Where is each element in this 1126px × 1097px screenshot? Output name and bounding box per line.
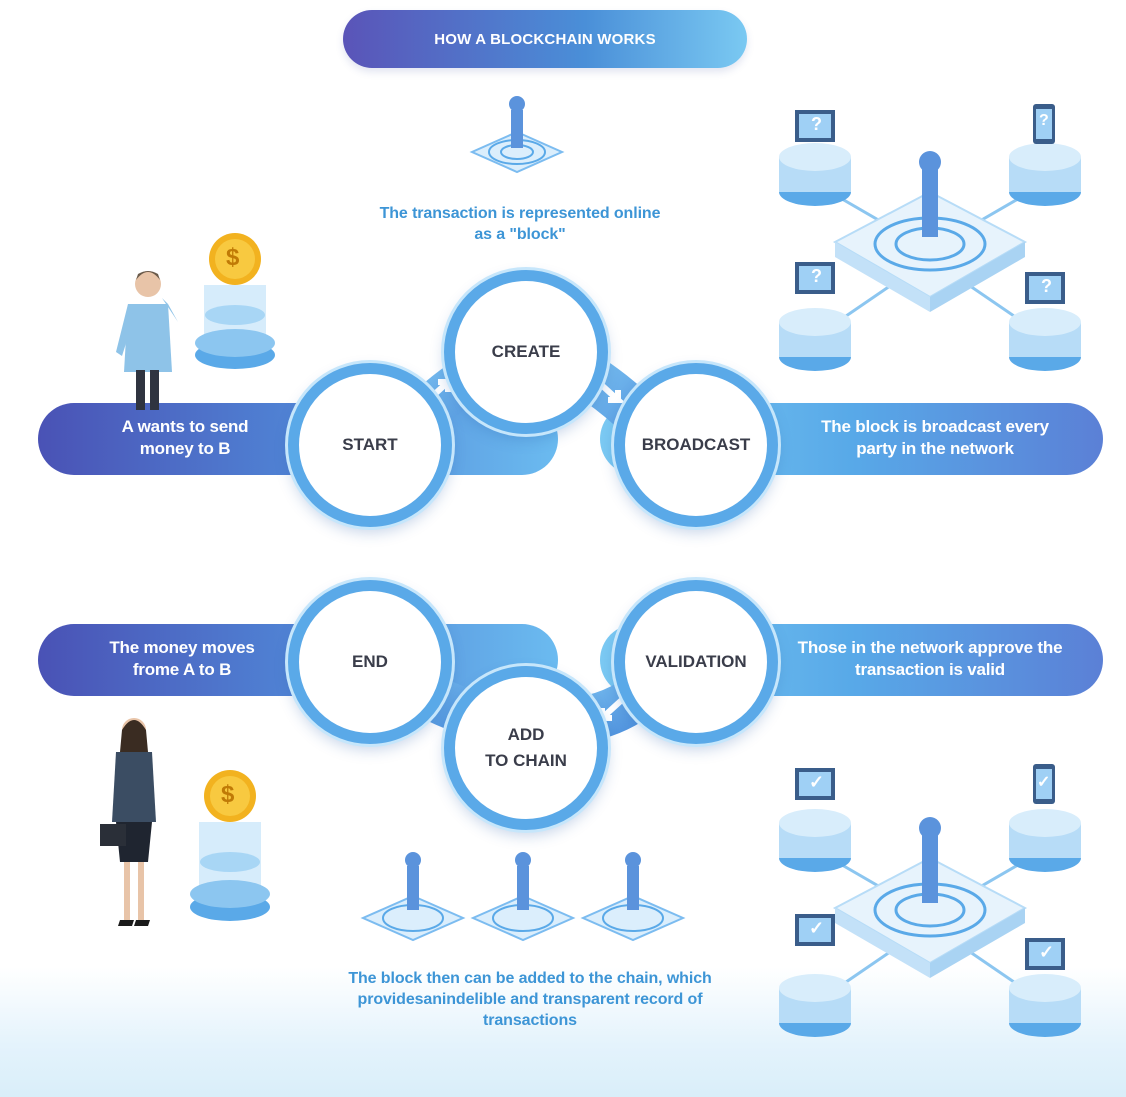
question-icon-4: ?: [1041, 276, 1052, 296]
chain-block-icon-3: [580, 852, 686, 942]
coin-dollar-top: $: [226, 244, 240, 271]
person-b-icon: [100, 718, 156, 926]
chain-block-icon-1: [360, 852, 466, 942]
question-icon-1: ?: [811, 114, 822, 134]
check-icon-2: ✓: [1037, 774, 1051, 791]
arrow-broadcast-to-validation-icon: [684, 542, 706, 568]
node-add-to-chain: ADD TO CHAIN: [444, 666, 608, 830]
band-broadcast-text: The block is broadcast every party in th…: [821, 417, 1049, 458]
coin-dollar-bottom: $: [221, 781, 235, 808]
band-start-text: A wants to send money to B: [121, 417, 249, 458]
block-icon: [469, 96, 565, 174]
chain-block-icon-2: [470, 852, 576, 942]
node-end: END: [288, 580, 452, 744]
arrow-create-to-broadcast-icon: [594, 377, 624, 403]
person-a-icon: [116, 271, 178, 410]
caption-create: The transaction is represented online as…: [379, 205, 661, 243]
coin-pedestal-bottom-icon: [190, 770, 270, 921]
coin-pedestal-top-icon: [195, 233, 275, 369]
background-bottom-fade: [0, 967, 1126, 1097]
network-unverified-icon: [779, 104, 1081, 371]
node-add-line1: ADD: [507, 725, 545, 744]
check-icon-3: ✓: [809, 918, 825, 938]
page-title: HOW A BLOCKCHAIN WORKS: [343, 10, 747, 68]
node-broadcast: BROADCAST: [614, 363, 778, 527]
node-add-line2: TO CHAIN: [485, 751, 567, 770]
network-verified-icon: [779, 764, 1081, 1037]
question-icon-2: ?: [1039, 112, 1049, 129]
caption-add-to-chain: The block then can be added to the chain…: [348, 970, 712, 1029]
node-start: START: [288, 363, 452, 527]
node-create: CREATE: [444, 270, 608, 434]
band-validation-text: Those in the network approve the transac…: [797, 638, 1063, 679]
check-icon-1: ✓: [809, 772, 825, 792]
band-end-text: The money moves frome A to B: [109, 638, 255, 679]
check-icon-4: ✓: [1039, 942, 1055, 962]
question-icon-3: ?: [811, 266, 822, 286]
node-validation: VALIDATION: [614, 580, 778, 744]
